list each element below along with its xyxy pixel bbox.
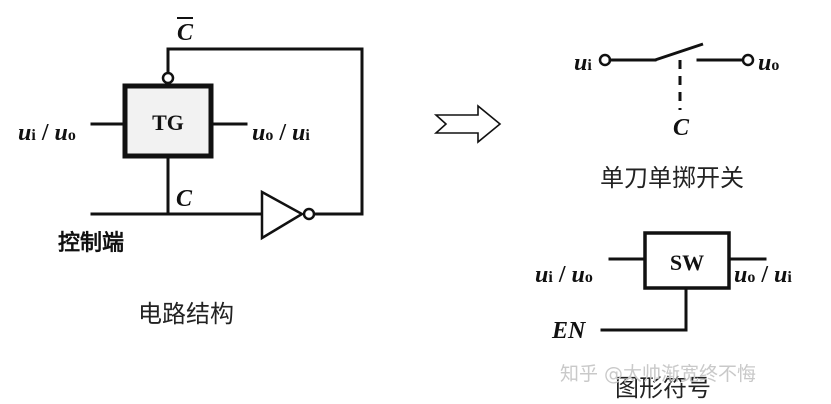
- tg-box: [122, 83, 214, 159]
- tg-top-bubble: [161, 71, 175, 85]
- tg-c-bar-label: C: [177, 20, 194, 46]
- tg-left-io-label: ui / uo: [18, 120, 76, 146]
- feedback-wire: [166, 47, 364, 216]
- tg-circuit: TG: [90, 47, 364, 241]
- tg-right-io-label: uo / ui: [252, 120, 310, 146]
- spst-input-label: ui: [574, 50, 592, 76]
- spst-blade: [654, 42, 704, 62]
- tg-box-label: TG: [152, 110, 184, 135]
- right-arrow-icon: [433, 104, 502, 144]
- sw-en-label: EN: [551, 318, 587, 344]
- sw-caption: 图形符号: [615, 374, 711, 402]
- sw-right-io-label: uo / ui: [734, 262, 792, 288]
- sw-box: [643, 231, 731, 290]
- spst-output-terminal: [741, 53, 755, 67]
- spst-caption: 单刀单掷开关: [600, 164, 744, 192]
- tg-c-label: C: [176, 186, 193, 212]
- spst-output-label: uo: [758, 50, 779, 76]
- sw-symbol: [600, 231, 767, 332]
- sw-box-label: SW: [670, 250, 704, 275]
- sw-left-io-label: ui / uo: [535, 262, 593, 288]
- control-label: 控制端: [58, 230, 124, 256]
- sw-en-wire: [600, 288, 688, 332]
- spst-switch: [598, 42, 755, 110]
- tg-caption: 电路结构: [138, 300, 234, 328]
- inverter-bubble: [302, 207, 316, 221]
- inverter-triangle: [260, 189, 305, 241]
- watermark-text: 知乎 @太帅渐宽终不悔: [560, 363, 756, 385]
- spst-c-label: C: [673, 115, 690, 141]
